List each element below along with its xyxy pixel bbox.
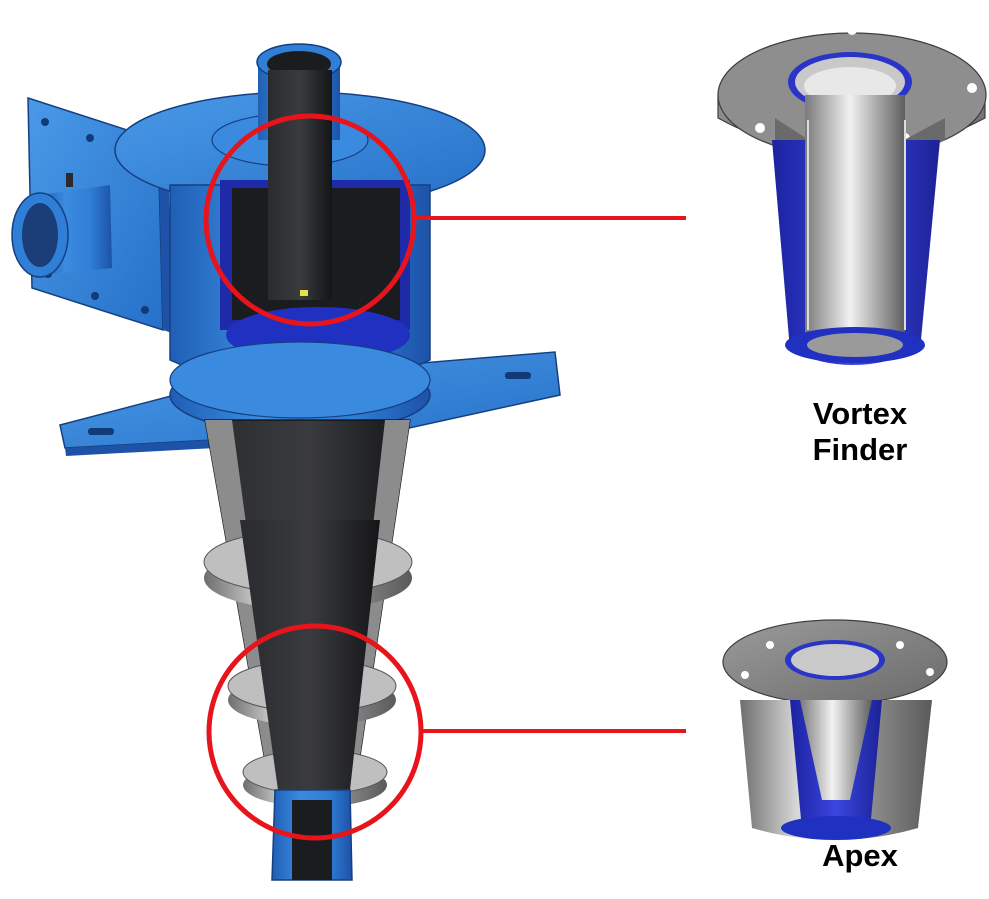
label-apex-line1: Apex bbox=[822, 838, 898, 873]
vortex-finder-detail bbox=[717, 25, 987, 365]
hydrocyclone-assembly bbox=[11, 43, 561, 881]
label-apex: Apex bbox=[760, 838, 960, 874]
callout-vortex-finder bbox=[203, 113, 686, 327]
label-vortex-line2: Finder bbox=[812, 432, 908, 467]
label-vortex-finder: Vortex Finder bbox=[760, 396, 960, 468]
label-vortex-line1: Vortex bbox=[812, 396, 908, 431]
inlet-pipe bbox=[11, 173, 112, 278]
apex-detail bbox=[722, 619, 948, 840]
callout-apex bbox=[206, 623, 686, 841]
